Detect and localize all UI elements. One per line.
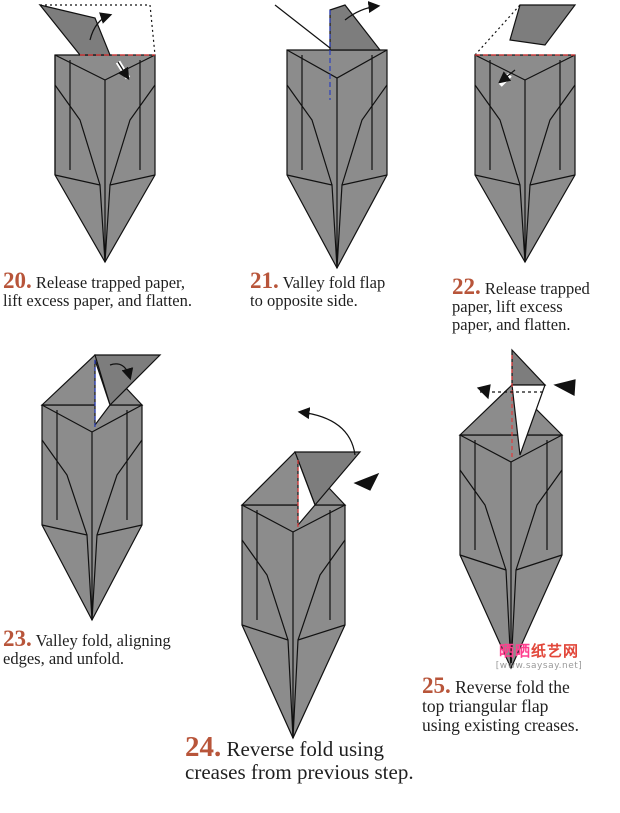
step-24-line-1: Reverse fold using bbox=[226, 737, 384, 761]
step-23-model bbox=[40, 354, 162, 622]
watermark-brand-b: 纸艺网 bbox=[531, 642, 580, 660]
step-21-caption: 21. Valley fold flap to opposite side. bbox=[250, 269, 386, 310]
watermark-url: [www.saysay.net] bbox=[495, 661, 583, 671]
step-24-model bbox=[240, 407, 380, 740]
step-20-model bbox=[38, 4, 156, 264]
step-25-line-3: using existing creases. bbox=[422, 715, 579, 735]
step-23-line-1: Valley fold, aligning bbox=[35, 631, 171, 650]
step-21-model bbox=[274, 1, 388, 270]
step-22-number: 22. bbox=[452, 274, 481, 299]
step-22-line-3: paper, and flatten. bbox=[452, 315, 571, 334]
watermark-brand-a: 晒晒 bbox=[498, 642, 531, 660]
step-22-line-2: paper, lift excess bbox=[452, 297, 563, 316]
step-25-line-2: top triangular flap bbox=[422, 696, 549, 716]
step-21-line-2: to opposite side. bbox=[250, 291, 358, 310]
step-22-line-1: Release trapped bbox=[484, 279, 590, 298]
step-24-number: 24. bbox=[185, 731, 222, 763]
site-watermark: 晒晒纸艺网 [www.saysay.net] bbox=[484, 640, 594, 671]
step-20-caption: 20. Release trapped paper, lift excess p… bbox=[3, 269, 193, 310]
step-21-line-1: Valley fold flap bbox=[282, 273, 386, 292]
step-22-caption: 22. Release trapped paper, lift excess p… bbox=[452, 275, 590, 334]
step-23-line-2: edges, and unfold. bbox=[3, 649, 124, 668]
step-25-line-1: Reverse fold the bbox=[455, 677, 570, 697]
step-20-number: 20. bbox=[3, 268, 32, 293]
step-25-number: 25. bbox=[422, 673, 451, 698]
step-23-caption: 23. Valley fold, aligning edges, and unf… bbox=[3, 627, 171, 668]
step-21-number: 21. bbox=[250, 268, 279, 293]
step-23-number: 23. bbox=[3, 626, 32, 651]
step-22-model bbox=[474, 4, 577, 264]
step-25-model bbox=[458, 348, 576, 670]
step-20-line-2: lift excess paper, and flatten. bbox=[3, 291, 193, 310]
step-24-caption: 24. Reverse fold using creases from prev… bbox=[185, 733, 414, 784]
step-20-line-1: Release trapped paper, bbox=[35, 273, 186, 292]
step-25-caption: 25. Reverse fold the top triangular flap… bbox=[422, 673, 579, 735]
step-24-line-2: creases from previous step. bbox=[185, 760, 414, 784]
watermark-brand: 晒晒纸艺网 bbox=[484, 640, 594, 661]
